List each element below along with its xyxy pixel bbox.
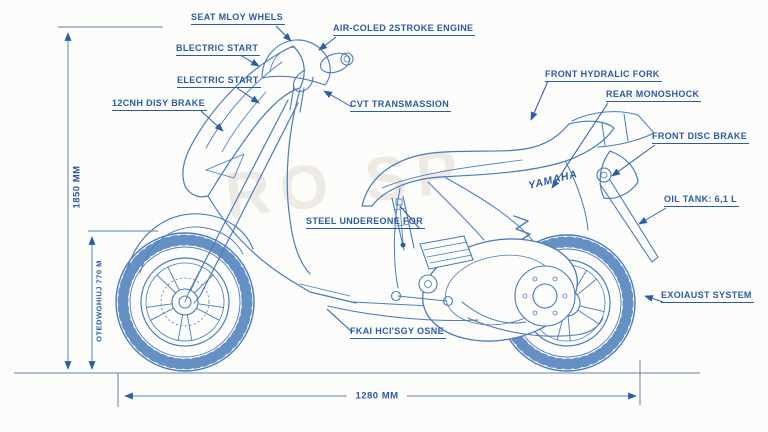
dimension-seat-height <box>88 230 158 370</box>
label-frame-note: FKAI HCI'SGY OSNE <box>350 326 446 339</box>
front-fairing <box>182 45 357 304</box>
label-cvt-transmission: CVT TRANSMASSION <box>350 99 452 112</box>
label-electric-start-2: ELECTRIC START <box>177 75 261 88</box>
front-wheel <box>115 232 255 372</box>
front-fender <box>125 213 254 274</box>
label-rear-monoshock: REAR MONOSHOCK <box>606 89 702 102</box>
label-seat-alloy-wheels: SEAT MLOY WHELS <box>191 12 285 25</box>
handlebar-assembly <box>261 39 354 113</box>
label-disc-brake-12: 12CNH DISY BRAKE <box>112 98 207 111</box>
label-exhaust: EXOIAUST SYSTEM <box>661 290 754 303</box>
label-front-disc-brake: FRONT DISC BRAKE <box>652 131 750 144</box>
exhaust-pipe <box>467 317 604 337</box>
dimension-wheelbase <box>117 360 641 407</box>
rear-fender <box>596 167 659 263</box>
label-front-fork: FRONT HYDRALIC FORK <box>545 69 662 82</box>
dim-wheelbase: 1280 MM <box>355 390 399 402</box>
label-oil-tank: OIL TANK: 6,1 L <box>664 194 739 207</box>
engine-cvt <box>327 235 578 342</box>
front-fork <box>184 99 299 304</box>
label-electric-start-1: BLECTRIC START <box>176 43 261 56</box>
dim-overall-height: 1850 MM <box>71 165 83 209</box>
underbone-frame <box>391 195 415 251</box>
leader-lines <box>200 25 667 333</box>
label-air-cooled-engine: AIR-COLED 2STROKE ENGINE <box>333 23 476 36</box>
dim-seat-height: OTEDWGHIUJ 770 M <box>94 260 104 342</box>
label-steel-underbone: STEEL UNDEREONE FOR <box>306 216 425 229</box>
dimension-overall-height <box>58 26 163 370</box>
